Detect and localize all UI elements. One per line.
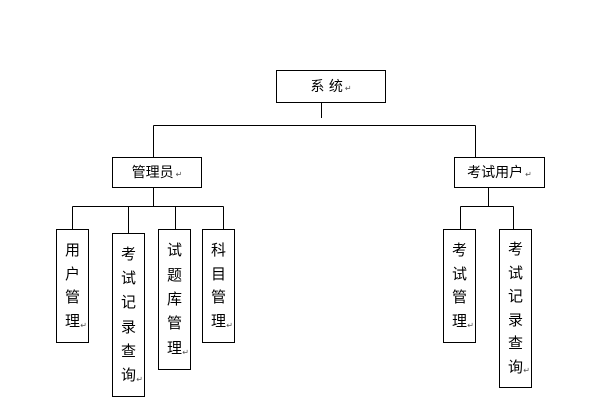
node-exam-record-query: 考试记录查询↵ <box>112 233 145 397</box>
node-char: 考 <box>451 240 467 259</box>
return-mark-icon: ↵ <box>136 375 143 384</box>
node-char: 管 <box>451 288 467 307</box>
return-mark-icon: ↵ <box>175 170 183 179</box>
node-char: 询 <box>507 357 523 376</box>
node-char: 录 <box>507 310 523 329</box>
node-char: 查 <box>120 341 136 360</box>
node-char: 管 <box>210 288 226 307</box>
node-char: 库 <box>166 289 182 308</box>
return-mark-icon: ↵ <box>344 84 352 93</box>
return-mark-icon: ↵ <box>226 321 233 330</box>
node-admin: 管理员 ↵ <box>112 157 202 188</box>
node-admin-label: 管理员 <box>131 164 174 181</box>
node-char: 试 <box>507 263 523 282</box>
node-user-management: 用户管理↵ <box>56 229 89 343</box>
node-char: 题 <box>166 265 182 284</box>
node-char: 试 <box>451 264 467 283</box>
node-subject-management: 科目管理↵ <box>202 229 235 343</box>
node-root: 系 统 ↵ <box>276 70 386 103</box>
node-char: 管 <box>166 314 182 333</box>
node-char: 理 <box>210 312 226 331</box>
node-char: 户 <box>64 264 80 283</box>
node-char: 试 <box>166 241 182 260</box>
node-char: 目 <box>210 264 226 283</box>
return-mark-icon: ↵ <box>523 366 530 375</box>
node-char: 科 <box>210 240 226 259</box>
node-char: 考 <box>120 245 136 264</box>
return-mark-icon: ↵ <box>182 348 189 357</box>
node-char: 查 <box>507 334 523 353</box>
node-char: 理 <box>451 312 467 331</box>
node-char: 试 <box>120 269 136 288</box>
node-question-bank-management: 试题库管理↵ <box>158 229 191 370</box>
node-char: 考 <box>507 240 523 259</box>
node-exam-record-query-user: 考试记录查询↵ <box>499 229 532 388</box>
return-mark-icon: ↵ <box>525 170 532 179</box>
node-root-label: 系 统 <box>310 78 343 95</box>
node-char: 理 <box>166 338 182 357</box>
node-char: 用 <box>64 240 80 259</box>
return-mark-icon: ↵ <box>467 321 474 330</box>
node-exam-management: 考试管理↵ <box>443 229 476 343</box>
node-char: 记 <box>120 293 136 312</box>
node-char: 询 <box>120 365 136 384</box>
node-char: 理 <box>64 312 80 331</box>
node-exam-user-label: 考试用户 <box>467 164 524 181</box>
node-char: 录 <box>120 317 136 336</box>
return-mark-icon: ↵ <box>80 321 87 330</box>
node-char: 记 <box>507 287 523 306</box>
node-exam-user: 考试用户 ↵ <box>454 157 545 188</box>
node-char: 管 <box>64 288 80 307</box>
